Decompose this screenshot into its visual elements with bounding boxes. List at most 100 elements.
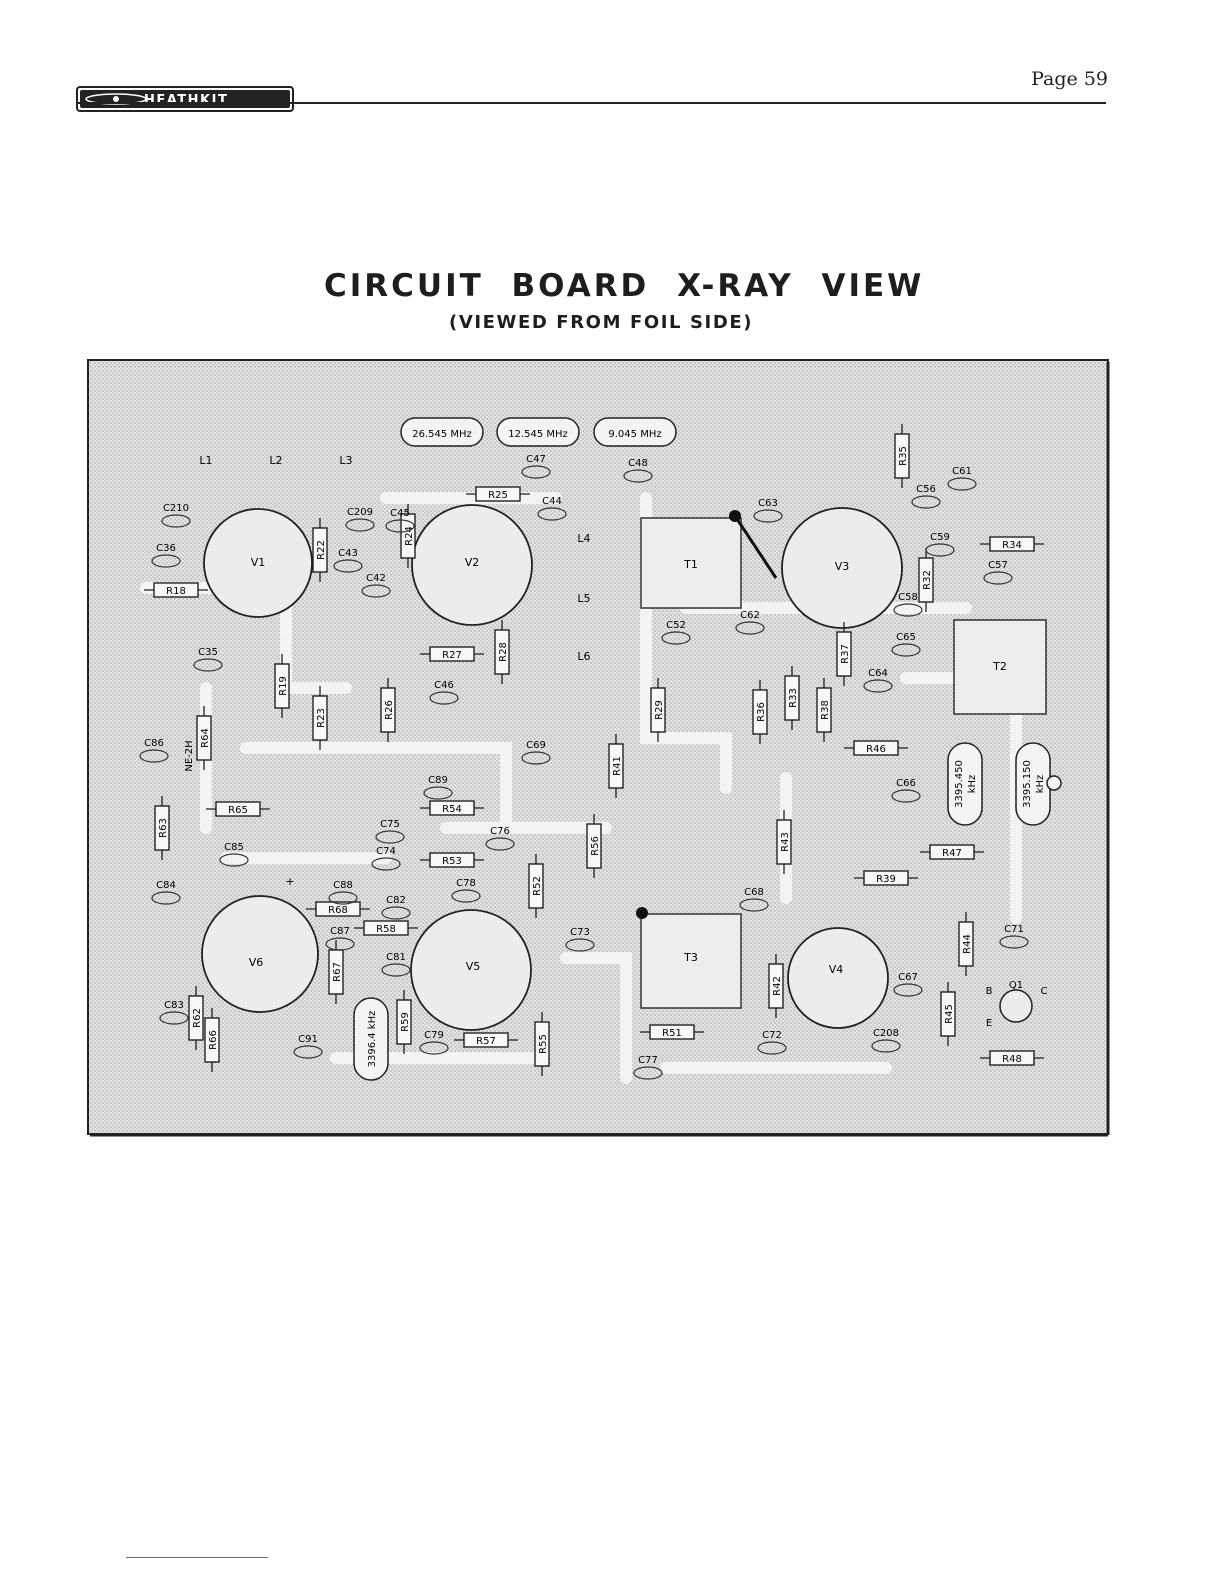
bottom-rule xyxy=(126,1557,268,1558)
heathkit-logo: HEATHKIT xyxy=(76,86,294,112)
capacitor-label: C43 xyxy=(338,548,358,559)
capacitor-label: C87 xyxy=(330,926,350,937)
capacitor-label: C76 xyxy=(490,826,510,837)
capacitor-c209: C209 xyxy=(345,507,375,532)
capacitor-label: C66 xyxy=(896,778,916,789)
svg-text:Q1: Q1 xyxy=(1009,980,1023,991)
capacitor-c81: C81 xyxy=(381,952,411,977)
capacitor-c77: C77 xyxy=(633,1055,663,1080)
resistor-r34: R34 xyxy=(980,536,1044,552)
resistor-r53: R53 xyxy=(420,852,484,868)
resistor-label: R53 xyxy=(442,856,462,867)
capacitor-label: C84 xyxy=(156,880,176,891)
svg-text:L4: L4 xyxy=(577,532,590,545)
resistor-label: R26 xyxy=(384,700,395,720)
resistor-r28: R28 xyxy=(494,620,510,684)
resistor-r64: R64 xyxy=(196,706,212,770)
figure-subtitle: (VIEWED FROM FOIL SIDE) xyxy=(449,312,754,333)
resistor-label: R23 xyxy=(316,708,327,728)
resistor-label: R68 xyxy=(328,905,348,916)
resistor-label: R48 xyxy=(1002,1054,1022,1065)
capacitor-c42: C42 xyxy=(361,573,391,598)
capacitor-c57: C57 xyxy=(983,560,1013,585)
resistor-label: R67 xyxy=(332,962,343,982)
capacitor-c35: C35 xyxy=(193,647,223,672)
resistor-label: R45 xyxy=(944,1004,955,1024)
resistor-r35: R35 xyxy=(894,424,910,488)
svg-text:L6: L6 xyxy=(577,650,590,663)
capacitor-c74: C74 xyxy=(371,846,401,871)
capacitor-label: C209 xyxy=(347,507,373,518)
resistor-label: R65 xyxy=(228,805,248,816)
capacitor-c79: C79 xyxy=(419,1030,449,1055)
svg-text:kHz: kHz xyxy=(967,775,978,794)
resistor-r59: R59 xyxy=(396,990,412,1054)
resistor-label: R55 xyxy=(538,1034,549,1054)
resistor-label: R38 xyxy=(820,700,831,720)
resistor-label: R35 xyxy=(898,446,909,466)
capacitor-label: C58 xyxy=(898,592,918,603)
capacitor-c44: C44 xyxy=(537,496,567,521)
resistor-r25: R25 xyxy=(466,486,530,502)
resistor-label: R54 xyxy=(442,804,462,815)
resistor-r18: R18 xyxy=(144,582,208,598)
capacitor-c86: C86 xyxy=(139,738,169,763)
svg-text:T1: T1 xyxy=(683,558,698,571)
resistor-r36: R36 xyxy=(752,680,768,744)
capacitor-c46: C46 xyxy=(429,680,459,705)
resistor-r55: R55 xyxy=(534,1012,550,1076)
capacitor-label: C208 xyxy=(873,1028,899,1039)
capacitor-label: C59 xyxy=(930,532,950,543)
capacitor-label: C57 xyxy=(988,560,1008,571)
svg-text:HEATHKIT: HEATHKIT xyxy=(144,93,228,108)
capacitor-label: C65 xyxy=(896,632,916,643)
capacitor-c210: C210 xyxy=(161,503,191,528)
svg-text:L5: L5 xyxy=(577,592,590,605)
resistor-label: R28 xyxy=(498,642,509,662)
crystal-bottom: 3396.4 kHz xyxy=(353,997,389,1081)
capacitor-label: C47 xyxy=(526,454,546,465)
capacitor-c85: C85 xyxy=(219,842,249,867)
resistor-label: R46 xyxy=(866,744,886,755)
resistor-r62: R62 xyxy=(188,986,204,1050)
svg-text:12.545 MHz: 12.545 MHz xyxy=(508,429,568,440)
capacitor-c45: C45 xyxy=(385,508,415,533)
capacitor-c84: C84 xyxy=(151,880,181,905)
resistor-r65: R65 xyxy=(206,801,270,817)
resistor-r56: R56 xyxy=(586,814,602,878)
capacitor-label: C45 xyxy=(390,508,410,519)
resistor-label: R62 xyxy=(192,1008,203,1028)
capacitor-c63: C63 xyxy=(753,498,783,523)
capacitor-label: C83 xyxy=(164,1000,184,1011)
resistor-r19: R19 xyxy=(274,654,290,718)
capacitor-c64: C64 xyxy=(863,668,893,693)
svg-text:V5: V5 xyxy=(466,960,481,973)
capacitor-c75: C75 xyxy=(375,819,405,844)
resistor-r63: R63 xyxy=(154,796,170,860)
capacitor-label: C46 xyxy=(434,680,454,691)
page-number: Page 59 xyxy=(1031,68,1108,90)
resistor-label: R56 xyxy=(590,836,601,856)
svg-text:+: + xyxy=(285,875,294,888)
svg-text:T3: T3 xyxy=(683,951,698,964)
resistor-label: R64 xyxy=(200,728,211,748)
svg-text:V4: V4 xyxy=(829,963,844,976)
resistor-r39: R39 xyxy=(854,870,918,886)
resistor-label: R43 xyxy=(780,832,791,852)
capacitor-c88: C88 xyxy=(328,880,358,905)
resistor-label: R33 xyxy=(788,688,799,708)
resistor-r66: R66 xyxy=(204,1008,220,1072)
capacitor-label: C69 xyxy=(526,740,546,751)
svg-text:E: E xyxy=(986,1018,992,1029)
svg-text:L2: L2 xyxy=(269,454,282,467)
capacitor-label: C61 xyxy=(952,466,972,477)
capacitor-c58: C58 xyxy=(893,592,923,617)
svg-text:3395.150: 3395.150 xyxy=(1022,760,1033,808)
capacitor-label: C36 xyxy=(156,543,176,554)
resistor-r44: R44 xyxy=(958,912,974,976)
capacitor-label: C44 xyxy=(542,496,562,507)
capacitor-label: C91 xyxy=(298,1034,318,1045)
resistor-label: R58 xyxy=(376,924,396,935)
